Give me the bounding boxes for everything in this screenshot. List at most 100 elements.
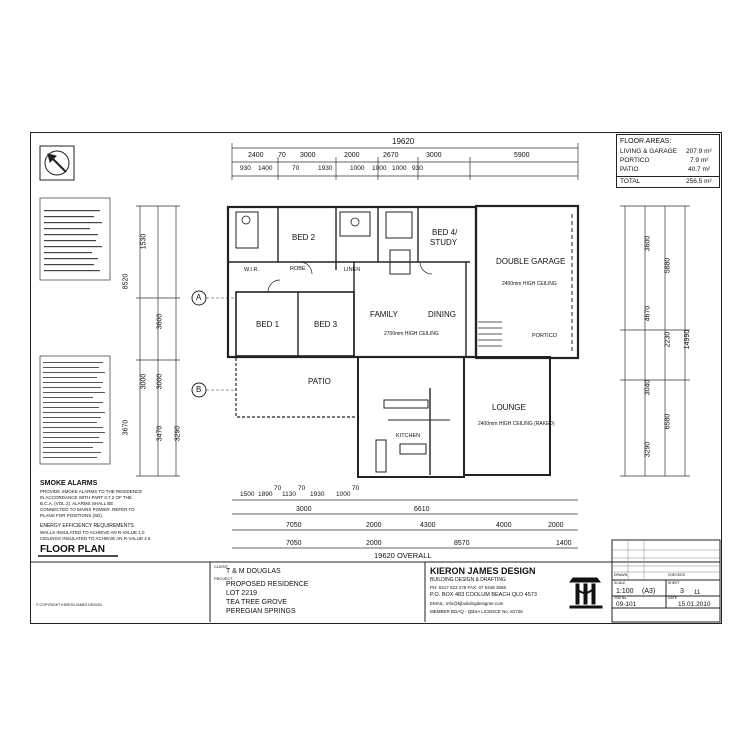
area-total-label: TOTAL xyxy=(620,178,641,185)
ceiling-note: 2700mm HIGH CEILING xyxy=(384,331,439,337)
bottom-dim: 4300 xyxy=(420,522,436,529)
designer-member: MEMBER BDAQ - QBSA LICENCE No. 81726 xyxy=(430,609,523,614)
top-dim: 1930 xyxy=(318,165,333,172)
top-dim: 1400 xyxy=(258,165,273,172)
legend-box xyxy=(39,197,111,281)
sheet-label: SHEET xyxy=(668,581,680,585)
right-dim: 4670 xyxy=(644,305,652,322)
left-dim: 3290 xyxy=(174,425,182,442)
lounge-ceiling-note: 2400mm HIGH CEILING (RAKED) xyxy=(478,421,555,427)
area-value: 40.7 m² xyxy=(688,166,711,173)
smoke-line: IN ACCORDANCE WITH PART 3.7.2 OF THE xyxy=(40,495,132,500)
smoke-line: PROVIDE SMOKE ALARMS TO THE RESIDENCE xyxy=(40,489,143,494)
date-value: 15.01.2010 xyxy=(678,601,711,608)
drawing-sheet xyxy=(30,132,722,624)
drawn-label: DRAWN xyxy=(614,573,628,577)
bottom-dim: 1500 xyxy=(240,491,255,498)
top-dim: 2400 xyxy=(248,152,264,159)
left-dim: 1530 xyxy=(140,233,148,250)
sheet-number: 3 xyxy=(680,588,684,595)
top-dim: 930 xyxy=(240,165,251,172)
area-label: PORTICO xyxy=(620,157,650,164)
area-total-value: 256.5 m² xyxy=(686,178,712,185)
room-robe: ROBE xyxy=(290,266,306,272)
top-dim: 5900 xyxy=(514,152,530,159)
right-dim: 14990 xyxy=(684,329,692,350)
top-dim: 1000 xyxy=(392,165,407,172)
left-dim: 3470 xyxy=(156,425,164,442)
designer-phone: PH: 0417 623 275 FAX: 07 5448 3066 xyxy=(430,585,507,590)
patio-outline xyxy=(235,356,359,418)
bottom-dim: 70 xyxy=(274,485,282,492)
kitchen-outline xyxy=(357,356,465,478)
job-number: 09-101 xyxy=(616,601,637,608)
copyright-note: © COPYRIGHT KIERON JAMES DESIGN xyxy=(36,603,102,607)
room-family: FAMILY xyxy=(370,310,398,319)
top-dim: 2670 xyxy=(383,152,399,159)
room-kitchen: KITCHEN xyxy=(396,433,421,439)
top-dim: 1000 xyxy=(350,165,365,172)
smoke-line: B.C.A. (VOL 2). ALARMS SHALL BE xyxy=(40,501,114,506)
scale-label: SCALE xyxy=(614,581,626,585)
left-dim: 3000 xyxy=(156,373,164,390)
designer-name: KIERON JAMES DESIGN xyxy=(430,566,536,576)
right-dim: 3600 xyxy=(644,235,652,252)
bottom-dim: 7050 xyxy=(286,540,302,547)
energy-line: WALLS INSULATED TO ACHIEVE AN R-VALUE 1.… xyxy=(40,530,145,535)
room-bed3: BED 3 xyxy=(314,320,338,329)
right-dim: 3290 xyxy=(644,441,652,458)
project-name: PROPOSED RESIDENCE xyxy=(226,581,309,588)
bottom-dim: 1130 xyxy=(282,491,296,498)
top-dim: 70 xyxy=(292,165,300,172)
right-dim: 3040 xyxy=(644,379,652,396)
top-dim: 1000 xyxy=(372,165,387,172)
room-dining: DINING xyxy=(428,310,456,319)
right-dim: 5880 xyxy=(664,257,672,274)
left-dim: 3600 xyxy=(156,313,164,330)
right-dim: 6580 xyxy=(664,413,672,430)
bottom-dim: 1890 xyxy=(258,491,273,498)
bottom-dim: 7050 xyxy=(286,522,302,529)
top-dim: 2000 xyxy=(344,152,360,159)
overall-dimension: 19620 OVERALL xyxy=(374,551,432,560)
smoke-line: CONNECTED TO MAINS POWER. REFER TO xyxy=(40,507,135,512)
client-name: T & M DOUGLAS xyxy=(226,568,281,575)
room-linen: LINEN xyxy=(344,267,361,273)
smoke-alarms-heading: SMOKE ALARMS xyxy=(40,480,98,487)
bottom-dim: 1930 xyxy=(310,491,325,498)
sheet-of: 11 xyxy=(694,590,701,596)
sustainability-notes xyxy=(39,355,111,465)
project-suburb: PEREGIAN SPRINGS xyxy=(226,608,296,615)
right-dim: 2230 xyxy=(664,331,672,348)
bottom-dim: 3000 xyxy=(296,506,312,513)
energy-line: CEILINGS INSULATED TO ACHIEVE AN R-VALUE… xyxy=(40,536,151,541)
designer-address: P.O. BOX 483 COOLUM BEACH QLD 4573 xyxy=(430,592,537,598)
floor-areas-table: FLOOR AREAS: LIVING & GARAGE 207.9 m² PO… xyxy=(616,134,720,188)
bottom-dim: 2000 xyxy=(366,540,382,547)
top-overall-dim: 19620 xyxy=(392,137,415,146)
energy-heading: ENERGY EFFICIENCY REQUIREMENTS xyxy=(40,523,134,529)
bottom-dim: 6610 xyxy=(414,506,430,513)
top-dim: 930 xyxy=(412,165,423,172)
room-lounge: LOUNGE xyxy=(492,403,526,412)
area-value: 207.9 m² xyxy=(686,148,712,155)
top-dim: 3000 xyxy=(426,152,442,159)
floor-areas-heading: FLOOR AREAS: xyxy=(620,138,672,145)
room-bed1: BED 1 xyxy=(256,320,280,329)
top-dim: 3000 xyxy=(300,152,316,159)
project-label: PROJECT xyxy=(214,576,233,581)
kieron-james-logo xyxy=(569,577,603,609)
bottom-dim: 70 xyxy=(298,485,306,492)
room-bed4: BED 4/ xyxy=(432,228,458,237)
area-value: 7.9 m² xyxy=(690,157,709,164)
top-dim: 70 xyxy=(278,152,286,159)
area-label: PATIO xyxy=(620,166,639,173)
left-dim: 3000 xyxy=(140,373,148,390)
project-street: TEA TREE GROVE xyxy=(226,599,287,606)
left-dim: 8520 xyxy=(122,273,130,290)
lounge-outline xyxy=(463,356,551,476)
grid-marker-a-label: A xyxy=(196,293,202,302)
north-arrow-icon xyxy=(39,145,75,181)
room-bed2: BED 2 xyxy=(292,233,316,242)
